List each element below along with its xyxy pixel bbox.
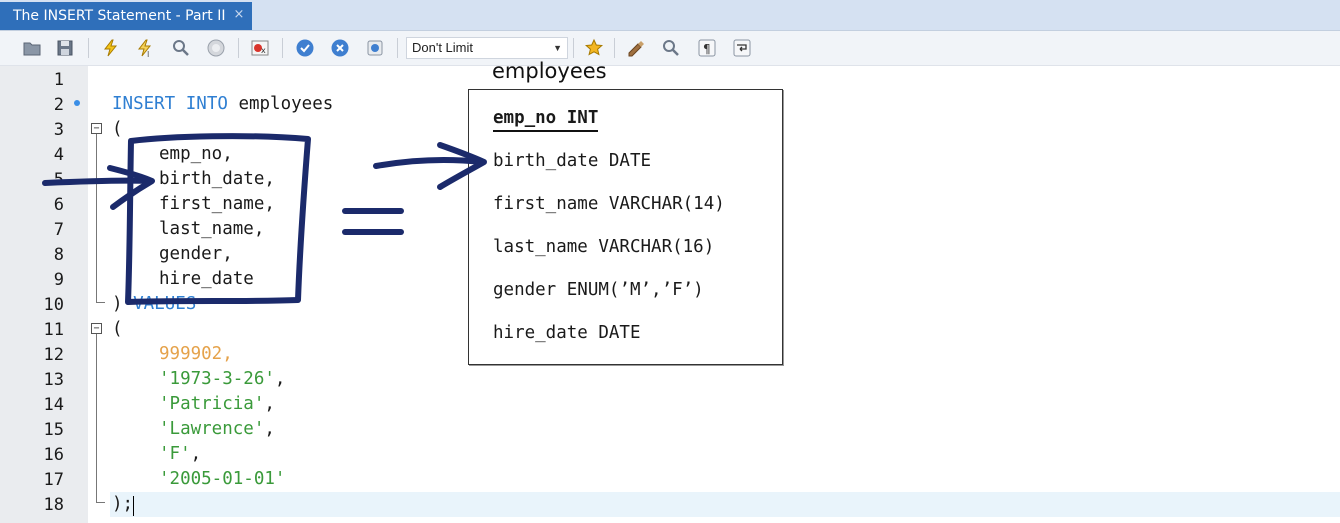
line-number: 5 [53, 170, 64, 190]
rollback-icon[interactable] [329, 37, 351, 59]
stop-icon[interactable] [205, 37, 227, 59]
invisible-chars-icon[interactable]: ¶ [696, 37, 718, 59]
line-number: 3 [53, 120, 64, 140]
line-number: 14 [43, 395, 64, 415]
line-number: 12 [43, 345, 64, 365]
code-line: last_name, [159, 219, 265, 239]
code-line: emp_no, [159, 144, 233, 164]
explain-icon[interactable] [170, 37, 192, 59]
line-number: 11 [43, 320, 64, 340]
column-def: hire_date DATE [493, 323, 641, 343]
text-cursor [133, 496, 134, 516]
fold-end-marker [96, 294, 105, 303]
fold-toggle-icon[interactable]: − [91, 123, 102, 134]
svg-text:I: I [147, 50, 149, 58]
line-number: 15 [43, 420, 64, 440]
line-number: 8 [53, 245, 64, 265]
tab-query[interactable]: The INSERT Statement - Part II × [0, 2, 252, 30]
string-literal: 'Patricia' [159, 394, 265, 414]
paren: ) [112, 294, 123, 314]
line-number: 16 [43, 445, 64, 465]
line-number: 1 [53, 70, 64, 90]
code-line: 'F', [159, 444, 201, 464]
column-def: last_name VARCHAR(16) [493, 237, 715, 257]
bookmark-icon[interactable] [583, 37, 605, 59]
line-number: 17 [43, 470, 64, 490]
code-line: hire_date [159, 269, 254, 289]
line-number: 2 [53, 95, 64, 115]
close-icon[interactable]: × [233, 7, 245, 22]
punct: , [274, 369, 286, 389]
commit-icon[interactable] [294, 37, 316, 59]
line-number: 18 [43, 495, 64, 515]
current-line-highlight [110, 492, 1340, 517]
line-number: 10 [43, 295, 64, 315]
column-def-primary-key: emp_no INT [493, 107, 599, 132]
string-literal: 'Lawrence' [159, 419, 265, 439]
column-def: first_name VARCHAR(14) [493, 194, 725, 214]
code-line: '2005-01-01' [159, 469, 286, 489]
code-line: ( [112, 319, 123, 339]
limit-value: Don't Limit [412, 40, 474, 55]
execute-current-icon[interactable]: I [134, 37, 156, 59]
limit-dropdown[interactable]: Don't Limit ▼ [406, 37, 568, 59]
string-literal: 'F' [159, 444, 191, 464]
identifier: employees [227, 94, 334, 114]
table-schema-box: emp_no INT birth_date DATE first_name VA… [468, 89, 783, 365]
code-line: INSERT INTO employees [112, 94, 333, 114]
statement-marker-icon [74, 100, 80, 106]
code-line: 999902, [159, 344, 233, 364]
column-def: birth_date DATE [493, 151, 652, 171]
svg-text:x: x [261, 46, 266, 55]
folder-icon[interactable] [21, 37, 43, 59]
execute-icon[interactable] [100, 37, 122, 59]
autocommit-icon[interactable] [364, 37, 386, 59]
fold-end-marker [96, 494, 105, 503]
tab-bar: The INSERT Statement - Part II × [0, 0, 1340, 31]
punct: , [264, 419, 275, 439]
punct: , [190, 444, 202, 464]
keyword: VALUES [122, 294, 197, 314]
code-line: ); [112, 494, 134, 514]
code-line: birth_date, [159, 169, 275, 189]
code-line: ) VALUES [112, 294, 196, 314]
save-icon[interactable] [54, 37, 76, 59]
code-line: first_name, [159, 194, 275, 214]
arrow-right-shaft [373, 156, 485, 169]
string-literal: '1973-3-26' [159, 369, 275, 389]
line-number: 9 [53, 270, 64, 290]
keyword: INSERT INTO [112, 94, 228, 114]
line-number: 6 [53, 195, 64, 215]
line-number-gutter: 1 2 3 4 5 6 7 8 9 10 11 12 13 14 15 16 1… [0, 66, 88, 523]
svg-text:¶: ¶ [703, 42, 711, 56]
code-line: ( [112, 119, 123, 139]
find-icon[interactable] [660, 37, 682, 59]
line-number: 13 [43, 370, 64, 390]
code-line: 'Patricia', [159, 394, 275, 414]
line-number: 7 [53, 220, 64, 240]
stop-on-error-icon[interactable]: x [249, 37, 271, 59]
toolbar: I x Don't Limit ▼ ¶ [0, 31, 1340, 66]
table-name-label: employees [492, 59, 607, 83]
chevron-down-icon: ▼ [553, 43, 562, 53]
punct: , [264, 394, 275, 414]
line-number: 4 [53, 145, 64, 165]
code-line: gender, [159, 244, 233, 264]
code-line: '1973-3-26', [159, 369, 285, 389]
fold-toggle-icon[interactable]: − [91, 323, 102, 334]
arrow-left-head [107, 165, 155, 210]
code-line: 'Lawrence', [159, 419, 275, 439]
beautify-icon[interactable] [625, 37, 647, 59]
tab-title: The INSERT Statement - Part II [13, 8, 226, 24]
column-def: gender ENUM(’M’,’F’) [493, 280, 704, 300]
wrap-icon[interactable] [731, 37, 753, 59]
